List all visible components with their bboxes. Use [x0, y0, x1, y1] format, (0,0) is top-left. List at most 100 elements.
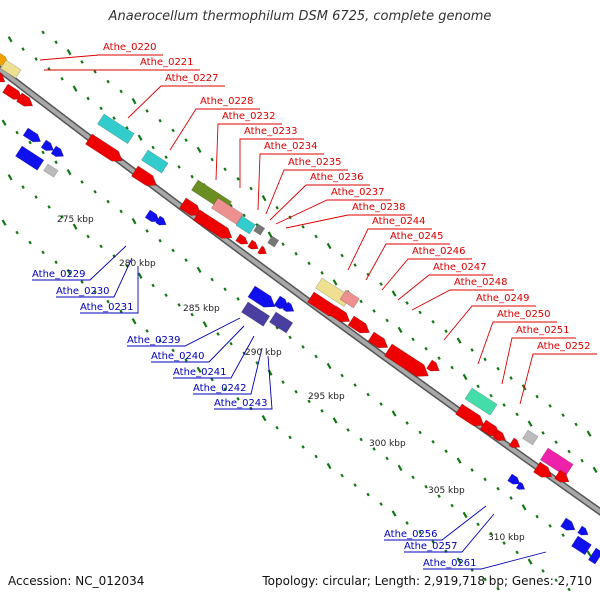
tick-mark	[431, 539, 435, 544]
tick-mark	[275, 425, 279, 430]
tick-mark	[372, 309, 376, 313]
gene-feature	[43, 163, 59, 178]
label-leader	[519, 353, 597, 405]
gene-label-forward: Athe_0237	[331, 187, 385, 198]
tick-mark	[301, 445, 305, 449]
gene-feature	[235, 233, 249, 245]
tick-mark	[444, 449, 448, 454]
label-leader	[265, 169, 348, 215]
tick-mark	[93, 289, 97, 294]
tick-mark	[190, 174, 194, 179]
gene-label-forward: Athe_0227	[165, 73, 219, 84]
tick-mark	[554, 578, 558, 583]
tick-mark	[106, 79, 110, 84]
tick-mark	[586, 430, 592, 437]
tick-mark	[509, 376, 513, 380]
tick-mark	[332, 417, 338, 424]
tick-mark	[456, 457, 462, 464]
kbp-label: 305 kbp	[428, 486, 465, 496]
backbone-line	[0, 67, 600, 514]
tick-mark	[80, 60, 84, 64]
tick-mark	[483, 577, 487, 582]
tick-mark	[314, 234, 318, 239]
label-leader	[193, 347, 263, 395]
tick-mark	[450, 503, 454, 508]
gene-label-reverse: Athe_0256	[384, 529, 438, 540]
tick-mark	[223, 387, 227, 392]
gene-feature	[131, 165, 157, 186]
tick-mark	[405, 301, 409, 305]
gene-feature	[455, 403, 485, 427]
tick-mark	[502, 403, 506, 407]
label-leader	[381, 258, 472, 291]
tick-mark	[145, 109, 149, 113]
label-leader	[269, 184, 370, 221]
tick-mark	[80, 280, 84, 284]
tick-mark	[521, 504, 527, 511]
tick-mark	[223, 167, 227, 172]
tick-mark	[196, 146, 202, 154]
label-leader	[443, 305, 536, 341]
tick-mark	[86, 234, 90, 239]
label-leader	[151, 325, 245, 363]
tick-mark	[7, 36, 13, 43]
kbp-label: 300 kbp	[369, 439, 406, 449]
tick-mark	[21, 47, 25, 52]
label-leaders	[32, 54, 597, 570]
tick-mark	[164, 155, 168, 160]
tick-mark	[346, 428, 350, 432]
tick-mark	[28, 240, 32, 245]
kbp-label: 290 kbp	[245, 348, 282, 358]
gene-feature	[492, 429, 507, 441]
tick-mark	[34, 195, 38, 199]
tick-mark	[307, 261, 311, 266]
tick-mark	[340, 253, 344, 258]
tick-mark	[158, 338, 162, 343]
tick-mark	[405, 421, 409, 425]
tick-mark	[489, 531, 493, 536]
label-leader	[404, 513, 495, 553]
tick-mark	[210, 157, 214, 162]
gene-label-forward: Athe_0248	[454, 277, 508, 288]
gene-label-reverse: Athe_0257	[404, 541, 458, 552]
gene-feature	[587, 547, 600, 565]
gene-feature	[22, 127, 42, 143]
tick-mark	[99, 106, 103, 111]
label-leader	[127, 85, 225, 119]
tick-mark	[307, 399, 311, 404]
tick-mark	[496, 486, 500, 491]
tick-mark	[385, 456, 389, 461]
tick-mark	[223, 287, 227, 292]
tick-mark	[66, 168, 72, 176]
tick-mark	[515, 412, 519, 417]
tick-mark	[21, 185, 25, 190]
tick-mark	[119, 89, 123, 94]
gene-feature	[267, 235, 280, 248]
label-leader	[32, 245, 127, 281]
tick-mark	[431, 319, 435, 324]
tick-mark	[320, 409, 324, 413]
tick-mark	[476, 384, 480, 389]
tick-mark	[288, 435, 292, 440]
label-leader	[80, 266, 139, 314]
gene-feature	[247, 239, 259, 250]
label-leader	[173, 335, 255, 379]
tick-mark	[372, 447, 376, 451]
tick-mark	[210, 377, 214, 382]
tick-mark	[574, 422, 578, 427]
label-leader	[501, 337, 576, 385]
tick-mark	[418, 430, 422, 435]
tick-mark	[586, 550, 592, 557]
tick-mark	[125, 126, 129, 130]
tick-mark	[424, 484, 428, 489]
tick-mark	[261, 194, 267, 202]
tick-mark	[60, 76, 64, 81]
gene-feature	[508, 437, 521, 448]
tick-mark	[131, 98, 137, 105]
tick-mark	[66, 48, 72, 56]
tick-mark	[359, 299, 363, 304]
tick-mark	[210, 277, 214, 282]
kbp-label: 285 kbp	[183, 304, 220, 314]
gene-feature	[515, 481, 526, 490]
